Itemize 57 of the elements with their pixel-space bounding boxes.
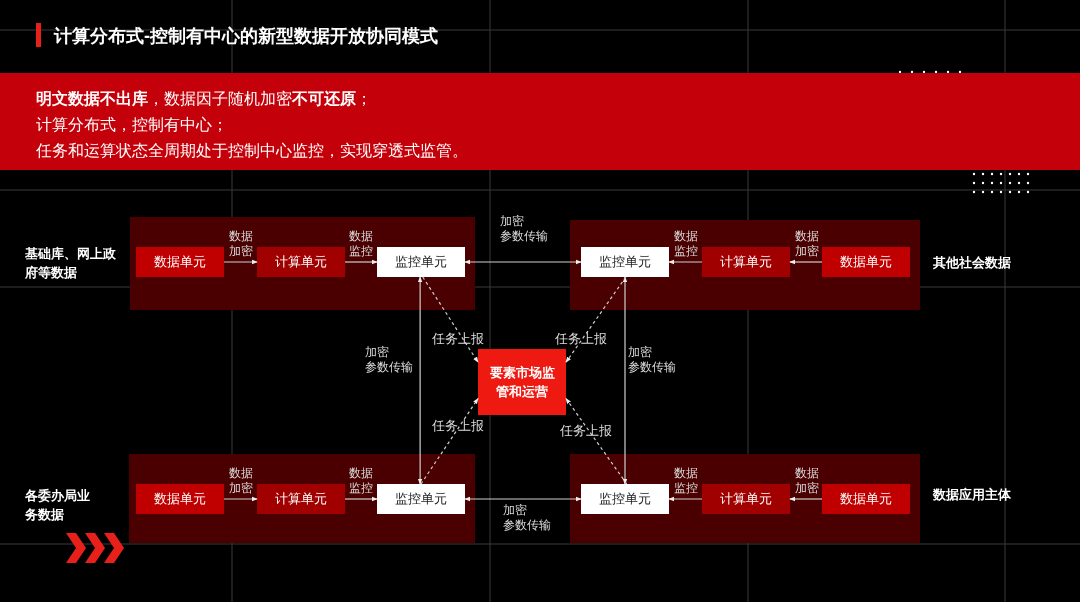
monitor-unit-box: 监控单元: [377, 484, 465, 514]
edge-label: 数据监控: [349, 229, 373, 259]
data-unit-box: 数据单元: [136, 484, 224, 514]
edge-label: 数据加密: [795, 229, 819, 259]
arrow: [789, 496, 823, 502]
edge-label: 加密参数传输: [500, 214, 548, 244]
data-unit-box: 数据单元: [822, 247, 910, 277]
edge-label: 数据监控: [349, 466, 373, 496]
group-panel: [130, 217, 475, 310]
compute-unit-box: 计算单元: [702, 484, 790, 514]
edge-label: 任务上报: [560, 423, 612, 440]
edge-label: 加密参数传输: [365, 345, 413, 375]
side-label: 基础库、网上政府等数据: [25, 245, 117, 282]
banner-text: 任务和运算状态全周期处于控制中心监控，实现穿透式监管。: [36, 141, 468, 161]
arrow: [223, 496, 258, 502]
arrow: [668, 259, 703, 265]
banner-text: 计算分布式，控制有中心；: [36, 115, 228, 135]
side-label: 数据应用主体: [933, 486, 1011, 504]
edge-label: 数据加密: [229, 229, 253, 259]
edge-label: 数据监控: [674, 229, 698, 259]
data-unit-box: 数据单元: [822, 484, 910, 514]
edge-label: 加密参数传输: [503, 503, 551, 533]
group-panel: [570, 220, 920, 310]
group-panel: [570, 454, 920, 543]
arrow: [789, 259, 823, 265]
banner-text: 明文数据不出库，数据因子随机加密不可还原；: [36, 89, 372, 109]
arrow: [464, 259, 582, 265]
compute-unit-box: 计算单元: [257, 247, 345, 277]
arrow: [464, 496, 582, 502]
group-panel: [129, 454, 475, 543]
title: 计算分布式-控制有中心的新型数据开放协同模式: [54, 25, 438, 48]
monitor-unit-box: 监控单元: [377, 247, 465, 277]
side-label: 其他社会数据: [933, 254, 1011, 272]
edge-label: 加密参数传输: [628, 345, 676, 375]
edge-label: 任务上报: [432, 331, 484, 348]
arrow: [344, 259, 378, 265]
arrow: [622, 276, 628, 485]
monitor-unit-box: 监控单元: [581, 484, 669, 514]
compute-unit-box: 计算单元: [702, 247, 790, 277]
monitor-unit-box: 监控单元: [581, 247, 669, 277]
edge-label: 数据加密: [229, 466, 253, 496]
dashed-arrow: [420, 397, 479, 485]
center-box: 要素市场监管和运营: [478, 349, 566, 415]
arrow: [344, 496, 378, 502]
dashed-arrow: [565, 397, 628, 485]
edge-label: 任务上报: [432, 418, 484, 435]
side-label: 各委办局业务数据: [25, 487, 91, 524]
edge-label: 数据监控: [674, 466, 698, 496]
compute-unit-box: 计算单元: [257, 484, 345, 514]
dashed-arrow: [422, 276, 479, 363]
edge-label: 数据加密: [795, 466, 819, 496]
dashed-arrow: [565, 276, 627, 363]
arrow: [223, 259, 258, 265]
data-unit-box: 数据单元: [136, 247, 224, 277]
arrow: [417, 276, 423, 485]
arrow: [668, 496, 703, 502]
edge-label: 任务上报: [555, 331, 607, 348]
